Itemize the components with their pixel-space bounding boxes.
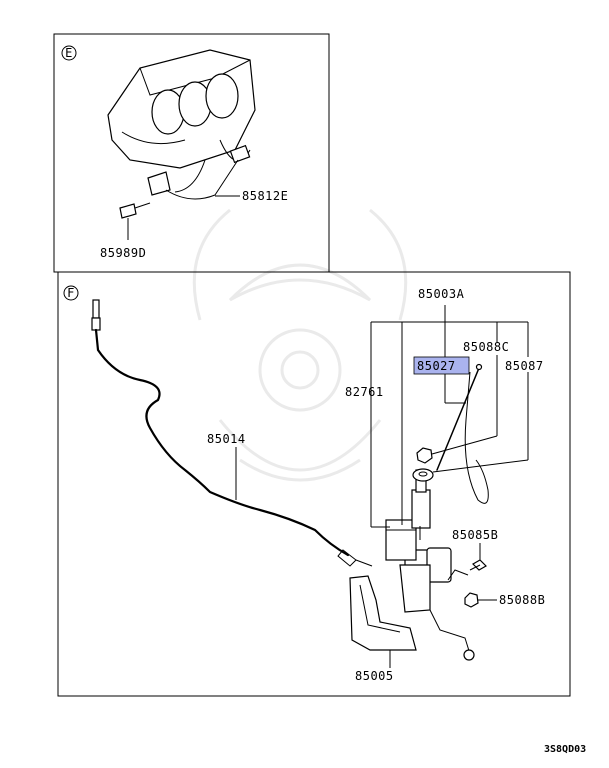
part-label-85027-highlight [413, 356, 470, 375]
nut-85088c-drawing [416, 447, 433, 464]
antenna-assembly-drawing [349, 469, 475, 661]
panel-e-letter: E [65, 46, 73, 60]
part-label-85005: 85005 [355, 669, 394, 683]
screw-85085b-drawing [469, 559, 487, 571]
part-label-85085b: 85085B [452, 528, 498, 542]
watermark-emblem [192, 208, 408, 482]
panel-f-badge [63, 285, 79, 301]
part-label-85027: 85027 [417, 359, 456, 373]
drawing-code: 3S8QD03 [544, 744, 586, 755]
part-label-85812e: 85812E [242, 189, 288, 203]
bolt-85989d-drawing [119, 202, 151, 219]
antenna-rod-85027 [436, 363, 483, 471]
part-label-85989d: 85989D [100, 246, 146, 260]
coiled-wire-drawing [464, 371, 489, 504]
panel-f-frame [57, 271, 571, 697]
panel-f-letter: F [67, 286, 75, 300]
part-label-82761: 82761 [345, 385, 384, 399]
panel-e-badge [61, 45, 77, 61]
part-label-85003a: 85003A [418, 287, 465, 301]
pad-85087-drawing [412, 468, 434, 482]
part-label-85088b: 85088B [499, 593, 545, 607]
antenna-cable-85014 [91, 299, 373, 567]
nut-85088b-drawing [464, 592, 479, 608]
part-label-85014: 85014 [207, 432, 246, 446]
leader-lines [370, 305, 529, 668]
part-label-85087: 85087 [505, 359, 544, 373]
panel-f: F 85014 [57, 271, 571, 697]
part-label-85088c: 85088C [463, 340, 509, 354]
intake-manifold-drawing [107, 49, 256, 200]
panel-e: E 85812E 85989D [53, 33, 330, 273]
